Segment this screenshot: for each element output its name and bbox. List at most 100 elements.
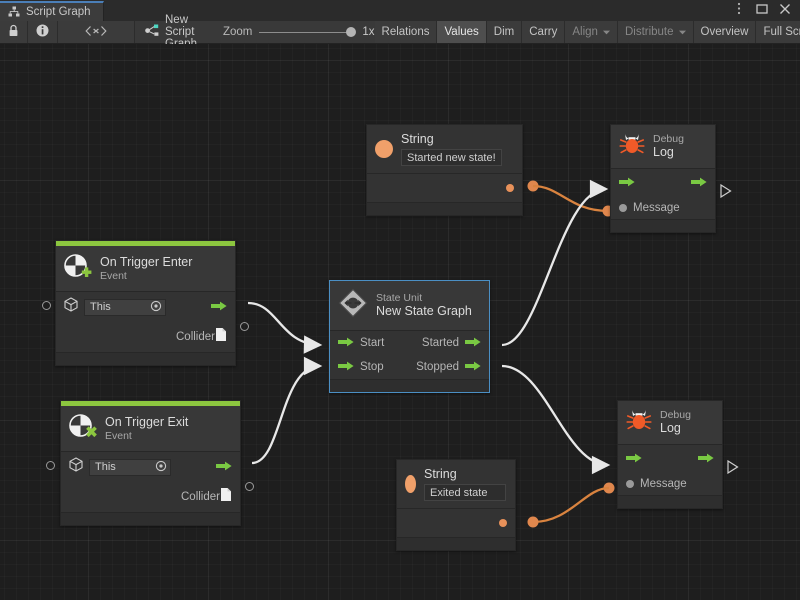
external-collider-port-enter[interactable] xyxy=(240,322,249,331)
external-flow-out-marker-bottom xyxy=(727,460,739,474)
zoom-value-label: 1x xyxy=(362,26,375,38)
collider-doc-icon[interactable] xyxy=(215,327,227,347)
node-debug-log-bottom[interactable]: Debug Log xyxy=(617,400,723,509)
output-port-flow-started[interactable] xyxy=(465,334,481,352)
zoom-slider[interactable] xyxy=(259,26,357,38)
node-header[interactable]: Debug Log xyxy=(611,125,715,169)
string-value-icon xyxy=(405,475,416,494)
input-port-flow-stop[interactable] xyxy=(338,358,354,376)
zoom-slider-track xyxy=(259,31,356,33)
tab-script-graph[interactable]: Script Graph xyxy=(0,1,104,21)
carry-button[interactable]: Carry xyxy=(522,21,566,43)
edge-state-started-to-log-top xyxy=(501,179,609,347)
collider-label: Collider xyxy=(181,491,220,503)
node-body xyxy=(397,509,515,538)
output-port-flow[interactable] xyxy=(698,450,714,468)
code-button[interactable] xyxy=(58,21,135,43)
node-header[interactable]: On Trigger Enter Event xyxy=(56,246,235,292)
message-port-group: Message xyxy=(626,478,687,490)
output-row xyxy=(397,509,515,537)
output-port-value[interactable] xyxy=(506,184,514,193)
target-dropdown[interactable]: This xyxy=(89,458,171,476)
overview-button[interactable]: Overview xyxy=(693,21,757,43)
string-value-field[interactable]: Exited state xyxy=(424,484,506,502)
close-icon[interactable] xyxy=(778,2,792,16)
output-port-value[interactable] xyxy=(499,519,507,528)
node-title-group: Debug Log xyxy=(653,133,684,159)
string-value-text: Exited state xyxy=(430,486,488,499)
info-icon xyxy=(36,24,49,40)
node-footer xyxy=(367,202,522,216)
event-accent-bar xyxy=(56,241,235,246)
input-port-flow[interactable] xyxy=(619,174,635,192)
target-group: This xyxy=(64,297,166,317)
external-collider-port-exit[interactable] xyxy=(245,482,254,491)
graph-toolbar: New Script Graph Zoom 1x Relations Value… xyxy=(0,14,800,50)
node-header[interactable]: String Started new state! xyxy=(367,125,522,175)
kebab-menu-icon[interactable] xyxy=(732,2,746,16)
dim-button[interactable]: Dim xyxy=(486,21,523,43)
output-port-flow[interactable] xyxy=(211,298,227,316)
relations-button[interactable]: Relations xyxy=(374,21,438,43)
target-picker-icon[interactable] xyxy=(150,300,162,315)
node-header[interactable]: Debug Log xyxy=(618,401,722,445)
lock-icon xyxy=(8,24,19,40)
edge-trigger-enter-to-state-start xyxy=(247,301,323,354)
node-title: New State Graph xyxy=(376,304,472,319)
string-value-text: Started new state! xyxy=(407,151,496,164)
string-value-field[interactable]: Started new state! xyxy=(401,149,502,167)
message-label: Message xyxy=(633,202,680,214)
node-title: On Trigger Enter xyxy=(100,255,193,270)
stopped-label: Stopped xyxy=(416,361,459,373)
zoom-slider-handle[interactable] xyxy=(346,27,357,37)
node-header[interactable]: State Unit New State Graph xyxy=(330,281,489,331)
external-target-port-exit[interactable] xyxy=(46,461,55,470)
graph-canvas[interactable]: String Started new state! xyxy=(0,44,800,600)
started-output-group: Started xyxy=(422,334,481,352)
debug-bug-icon xyxy=(626,408,652,437)
info-button[interactable] xyxy=(28,21,58,43)
node-body: This xyxy=(61,452,240,512)
stop-input-group: Stop xyxy=(338,358,384,376)
fullscreen-button[interactable]: Full Scr xyxy=(756,21,800,43)
node-title: Log xyxy=(653,145,674,160)
code-brackets-icon xyxy=(84,25,108,40)
values-button[interactable]: Values xyxy=(437,21,487,43)
external-flow-out-marker-top xyxy=(720,184,732,198)
node-footer xyxy=(611,219,715,232)
node-subtitle: State Unit xyxy=(376,292,423,305)
titlebar-spacer xyxy=(104,0,732,21)
node-string-top[interactable]: String Started new state! xyxy=(366,124,523,217)
node-header[interactable]: On Trigger Exit Event xyxy=(61,406,240,452)
input-port-value[interactable] xyxy=(626,480,634,488)
target-group: This xyxy=(69,457,171,477)
target-value: This xyxy=(95,461,116,473)
output-port-flow-stopped[interactable] xyxy=(465,358,481,376)
input-port-flow-start[interactable] xyxy=(338,334,354,352)
zoom-control[interactable]: Zoom 1x xyxy=(223,26,375,38)
distribute-button[interactable]: Distribute xyxy=(617,21,694,43)
node-title: String xyxy=(424,467,457,481)
align-button[interactable]: Align xyxy=(565,21,618,43)
message-port-group: Message xyxy=(619,202,680,214)
align-label: Align xyxy=(572,26,598,38)
lock-button[interactable] xyxy=(0,21,28,43)
relations-label: Relations xyxy=(381,26,430,38)
node-state-unit[interactable]: State Unit New State Graph Start xyxy=(329,280,490,393)
external-target-port-enter[interactable] xyxy=(42,301,51,310)
start-input-group: Start xyxy=(338,334,384,352)
node-on-trigger-exit[interactable]: On Trigger Exit Event This xyxy=(60,400,241,526)
node-debug-log-top[interactable]: Debug Log xyxy=(610,124,716,233)
node-header[interactable]: String Exited state xyxy=(397,460,515,510)
output-port-flow[interactable] xyxy=(216,458,232,476)
input-port-value[interactable] xyxy=(619,204,627,212)
maximize-icon[interactable] xyxy=(755,2,769,16)
node-string-bottom[interactable]: String Exited state xyxy=(396,459,516,552)
input-port-flow[interactable] xyxy=(626,450,642,468)
node-on-trigger-enter[interactable]: On Trigger Enter Event This xyxy=(55,240,236,366)
output-port-flow[interactable] xyxy=(691,174,707,192)
target-dropdown[interactable]: This xyxy=(84,298,166,316)
target-picker-icon[interactable] xyxy=(155,460,167,475)
collider-doc-icon[interactable] xyxy=(220,487,232,507)
